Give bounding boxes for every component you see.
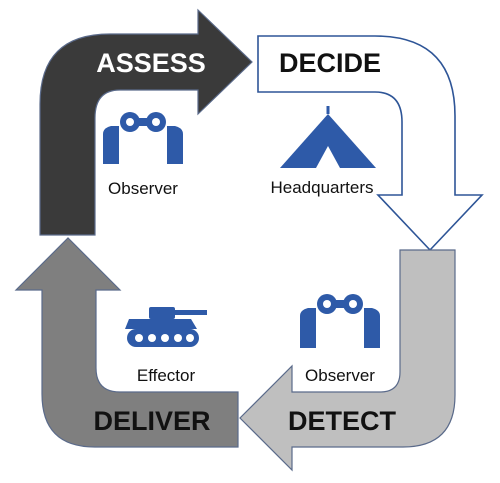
observer-label-top: Observer <box>108 179 178 198</box>
tank-icon <box>125 307 207 347</box>
decide-label: DECIDE <box>279 48 381 78</box>
headquarters-label: Headquarters <box>270 178 373 197</box>
observer-label-bottom: Observer <box>305 366 375 385</box>
detect-label: DETECT <box>288 406 397 436</box>
deliver-arrow <box>14 237 239 448</box>
assess-arrow <box>39 8 253 236</box>
deliver-label: DELIVER <box>93 406 210 436</box>
tent-icon <box>280 106 376 168</box>
binoculars-observer-icon <box>300 294 380 348</box>
decide-arrow <box>257 35 484 252</box>
detect-arrow <box>239 249 456 472</box>
effector-label: Effector <box>137 366 196 385</box>
binoculars-observer-icon <box>103 112 183 164</box>
assess-label: ASSESS <box>96 48 206 78</box>
